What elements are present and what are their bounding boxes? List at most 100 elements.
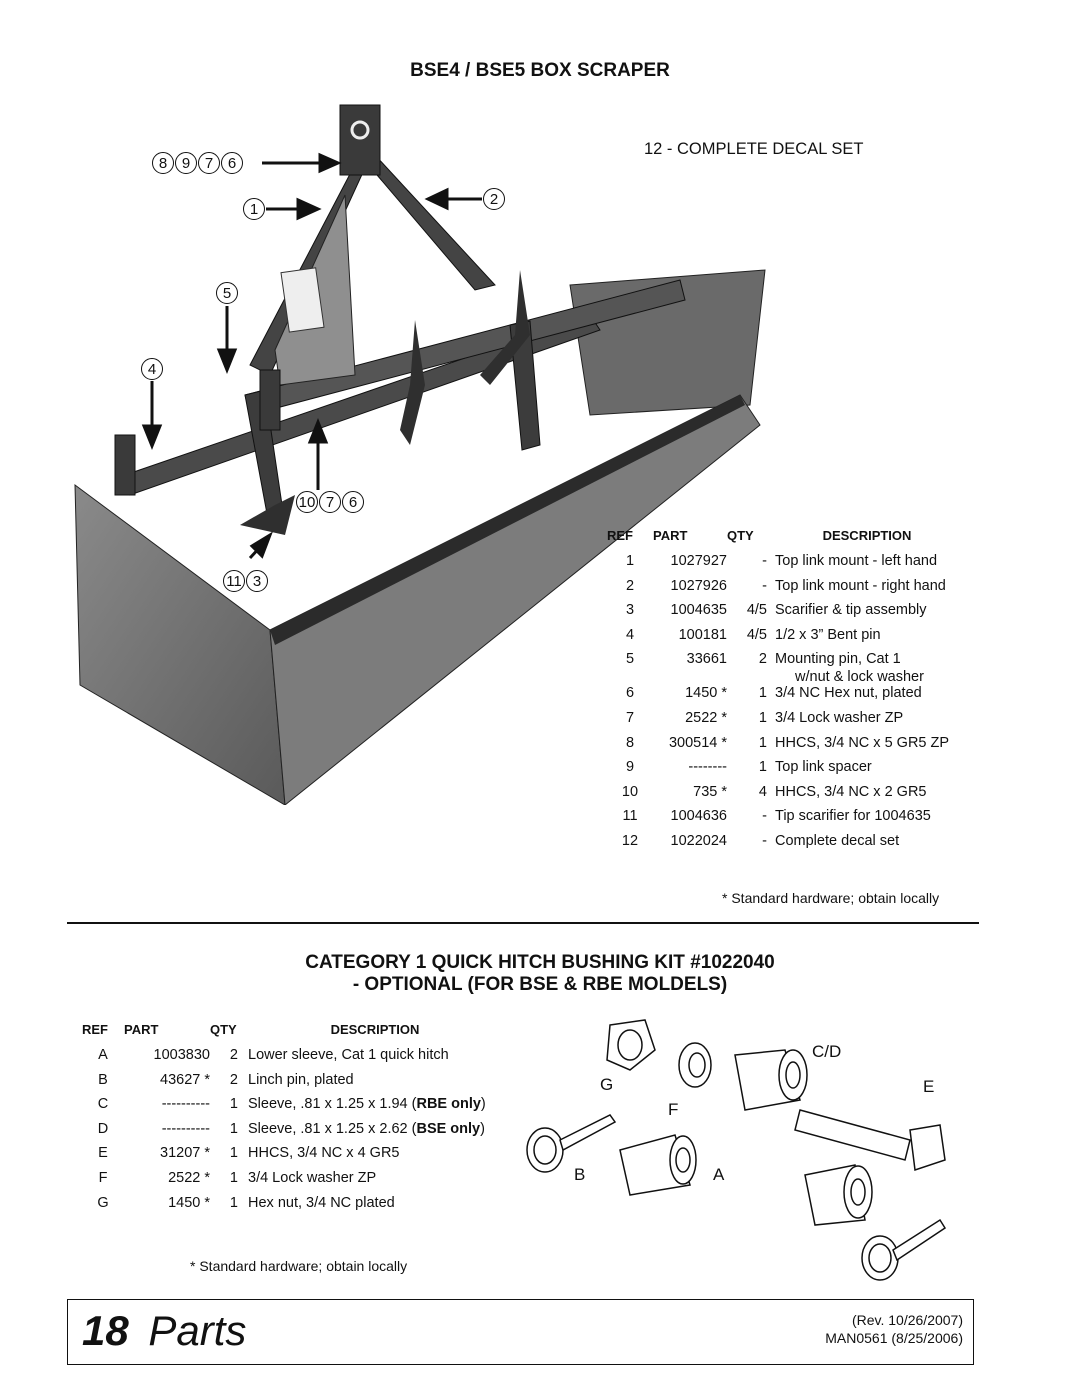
desc-line: Tip scarifier for 1004635	[775, 808, 931, 825]
cell-part: 300514 *	[668, 734, 727, 751]
cell-desc: 3/4 NC Hex nut, plated	[767, 685, 967, 710]
section-divider	[67, 922, 979, 924]
col-ref: REF	[607, 528, 633, 543]
cell-desc: HHCS, 3/4 NC x 2 GR5	[767, 784, 967, 809]
cell-qty: 1	[758, 734, 767, 751]
cell-ref: 10	[621, 783, 639, 800]
cell-qty: -	[762, 553, 767, 569]
cell-part: 1450 *	[168, 1194, 210, 1211]
cell-part: ----------	[161, 1120, 210, 1137]
desc-line: HHCS, 3/4 NC x 2 GR5	[775, 783, 927, 800]
cell-part: ----------	[161, 1096, 210, 1113]
desc-line: Top link mount - right hand	[775, 577, 946, 594]
callout-arrows	[141, 152, 482, 560]
cell-part: 31207 *	[160, 1145, 210, 1162]
callout-number: 3	[246, 570, 268, 592]
cell-qty: 1	[229, 1096, 238, 1113]
table-row: 8 300514 * 1 HHCS, 3/4 NC x 5 GR5 ZP	[607, 735, 967, 760]
desc-line: Top link mount - left hand	[775, 553, 938, 569]
cell-qty: 1	[758, 709, 767, 726]
callout-number: 6	[221, 152, 243, 174]
decal-note: 12 - COMPLETE DECAL SET	[644, 140, 864, 158]
cell-ref: 2	[625, 577, 635, 594]
manual-number: MAN0561 (8/25/2006)	[825, 1330, 963, 1346]
cell-part: 43627 *	[160, 1071, 210, 1088]
callout-number: 11	[223, 570, 245, 592]
cell-part: --------	[688, 759, 727, 776]
table-row: 1 1027927 -Top link mount - left hand	[607, 553, 967, 578]
callout-number: 4	[141, 358, 163, 380]
cell-ref: B	[98, 1071, 108, 1088]
cell-desc: Sleeve, .81 x 1.25 x 2.62 (BSE only)	[238, 1121, 512, 1146]
cell-desc: 3/4 Lock washer ZP	[767, 710, 967, 735]
cell-ref: 7	[625, 709, 635, 726]
cell-desc: Top link mount - right hand	[767, 578, 967, 603]
cell-ref: 3	[625, 602, 635, 619]
cell-part: 1022024	[670, 832, 727, 849]
callout-113: 11 3	[223, 570, 269, 592]
cell-desc: Tip scarifier for 1004635	[767, 808, 967, 833]
cell-desc: Complete decal set	[767, 833, 967, 858]
cell-qty: -	[762, 808, 767, 825]
cell-desc: 3/4 Lock washer ZP	[238, 1170, 512, 1195]
cell-desc: Sleeve, .81 x 1.25 x 1.94 (RBE only)	[238, 1096, 512, 1121]
bushing-kit-illustration	[526, 1019, 947, 1281]
callout-number: 5	[216, 282, 238, 304]
cell-desc: Top link mount - left hand	[767, 553, 967, 578]
page-number: 18	[82, 1307, 129, 1354]
desc-line: Mounting pin, Cat 1	[775, 651, 901, 668]
footnote-top: * Standard hardware; obtain locally	[722, 890, 940, 906]
callout-number: 10	[296, 491, 318, 513]
cell-ref: 6	[625, 685, 635, 702]
cell-desc: Top link spacer	[767, 759, 967, 784]
desc-tail: )	[480, 1120, 485, 1137]
desc-tail: )	[480, 1096, 486, 1113]
desc-line: Complete decal set	[775, 832, 900, 849]
desc-line: 1/2 x 3” Bent pin	[775, 626, 881, 643]
table-header-row: REF PART QTY DESCRIPTION	[607, 528, 967, 553]
cell-desc: Scarifier & tip assembly	[767, 602, 967, 627]
cell-part: 2522 *	[168, 1169, 210, 1186]
callout-number: 2	[483, 188, 505, 210]
table-header-row: REF PART QTY DESCRIPTION	[82, 1022, 512, 1047]
cell-part: 1027927	[670, 553, 727, 569]
col-part: PART	[653, 528, 688, 543]
label-cd: C/D	[812, 1042, 842, 1061]
cell-part: 735 *	[693, 783, 727, 800]
cell-qty: 1	[229, 1194, 238, 1211]
callout-8976: 8 9 7 6	[152, 152, 244, 174]
desc-line: HHCS, 3/4 NC x 5 GR5 ZP	[775, 734, 950, 751]
cell-ref: 1	[625, 553, 635, 569]
cell-ref: A	[98, 1047, 108, 1063]
callout-number: 7	[319, 491, 341, 513]
desc-line: 3/4 Lock washer ZP	[775, 709, 904, 726]
cell-part: 33661	[686, 651, 727, 668]
label-g: G	[600, 1075, 614, 1094]
page-footer: 18 Parts (Rev. 10/26/2007) MAN0561 (8/25…	[67, 1299, 974, 1365]
callout-1076: 10 7 6	[296, 491, 365, 513]
footnote-bottom: * Standard hardware; obtain locally	[190, 1258, 408, 1274]
cell-desc: Hex nut, 3/4 NC plated	[238, 1195, 512, 1220]
cell-ref: F	[98, 1169, 108, 1186]
desc-line: Scarifier & tip assembly	[775, 602, 927, 619]
cell-part: 100181	[678, 626, 727, 643]
callout-4: 4	[141, 358, 164, 380]
desc-text: Sleeve, .81 x 1.25 x 1.94 (	[248, 1096, 417, 1113]
cell-ref: 4	[625, 626, 635, 643]
callout-number: 8	[152, 152, 174, 174]
cell-desc: 1/2 x 3” Bent pin	[767, 627, 967, 652]
callout-1: 1	[243, 198, 266, 220]
cell-qty: 1	[758, 759, 767, 776]
cell-ref: 8	[625, 734, 635, 751]
desc-text: Linch pin, plated	[248, 1071, 354, 1088]
